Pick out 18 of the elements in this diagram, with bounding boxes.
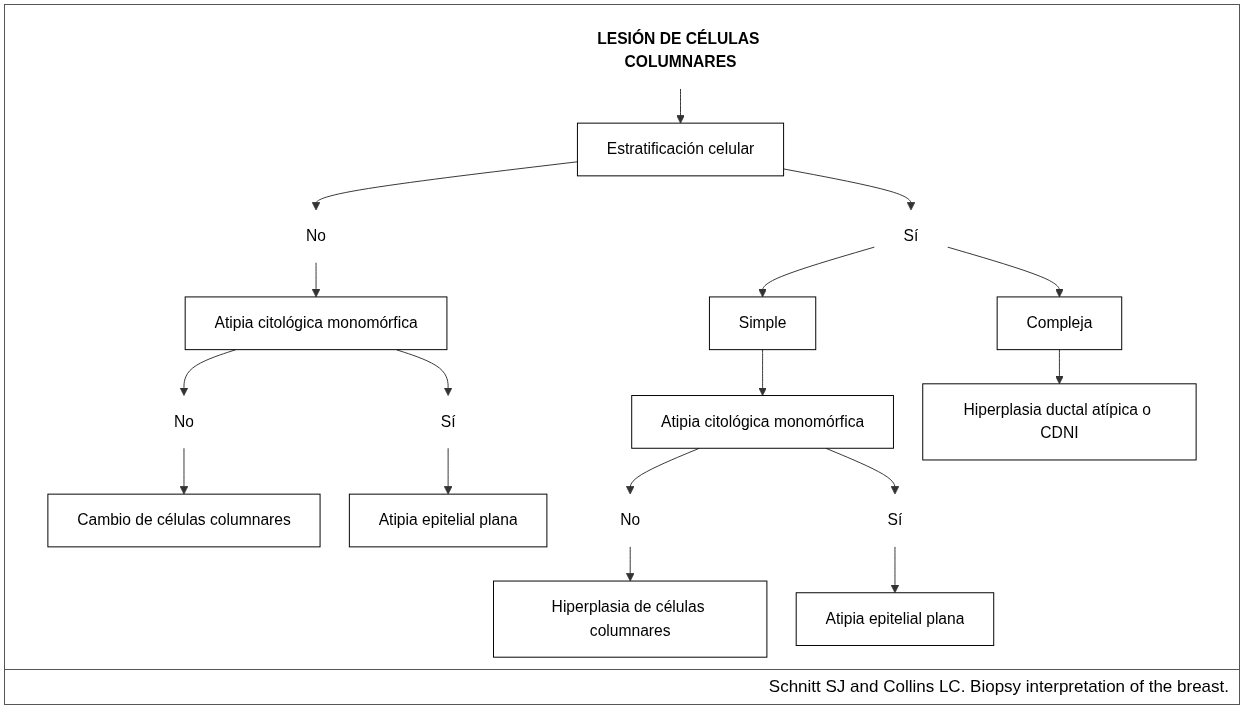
node-box: Atipia citológica monomórfica [184,296,448,351]
node-box: Atipia epitelial plana [795,592,995,646]
node-box: Atipia epitelial plana [348,493,548,548]
node-text: Sí [887,511,903,529]
node-text: No [173,413,194,430]
caption: Schnitt SJ and Collins LC. Biopsy interpretation of the breast. [5,669,1239,704]
node-box: Estratificación celular [576,122,785,177]
node-box: Atipia citológica monomórfica [631,395,894,449]
node-text: No [306,227,327,245]
node-box: Cambio de células columnares [47,493,321,548]
node-text: Sí [440,413,456,430]
node-box: Hiperplasia de células columnares [493,580,768,658]
node-text: No [620,511,641,529]
node-box: Hiperplasia ductal atípica o CDNI [922,383,1197,461]
node-text: LESIÓN DE CÉLULAS COLUMNARES [597,30,760,71]
node-box: Simple [708,296,817,351]
node-box: Compleja [996,296,1123,351]
node-text: Sí [903,227,919,245]
